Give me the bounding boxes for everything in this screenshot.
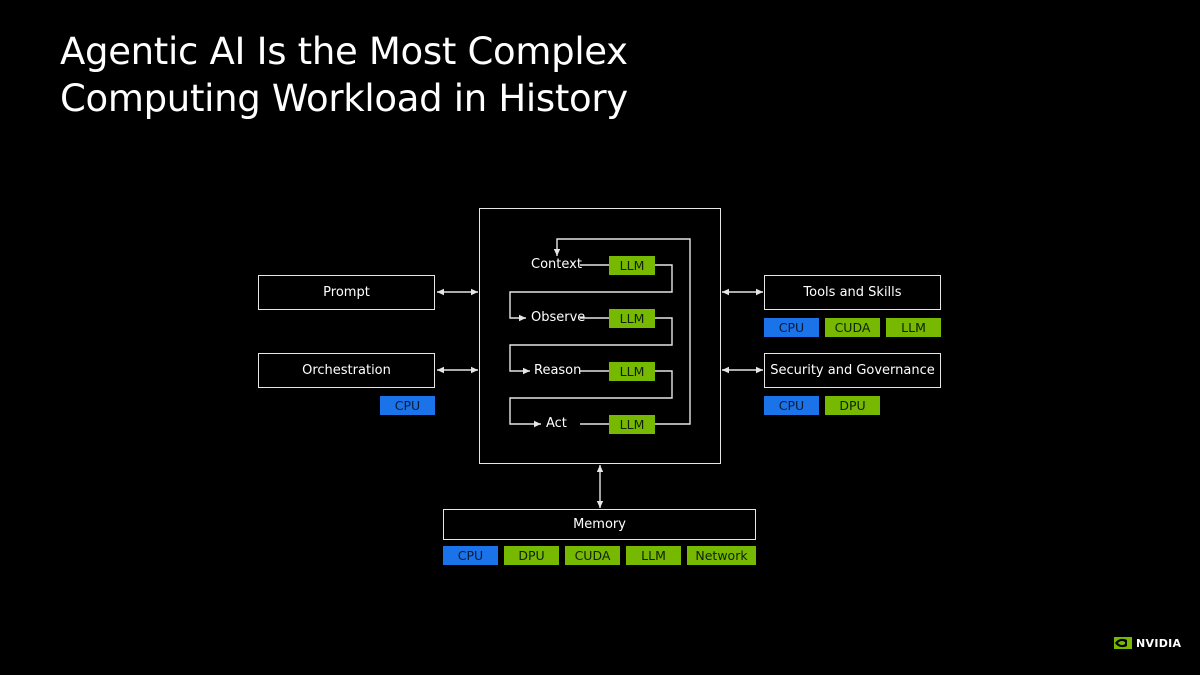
- memory-tag-llm: LLM: [626, 546, 681, 565]
- tools-tag-llm: LLM: [886, 318, 941, 337]
- llm-tag-reason: LLM: [609, 362, 655, 381]
- nvidia-wordmark: NVIDIA: [1136, 637, 1182, 650]
- memory-tag-cuda: CUDA: [565, 546, 620, 565]
- llm-tag-context: LLM: [609, 256, 655, 275]
- security-tag-dpu: DPU: [825, 396, 880, 415]
- nvidia-logo: NVIDIA: [1114, 634, 1181, 653]
- nvidia-eye-icon: [1114, 634, 1132, 653]
- memory-tag-dpu: DPU: [504, 546, 559, 565]
- agent-loop-box: [479, 208, 721, 464]
- orchestration-tag-cpu: CPU: [380, 396, 435, 415]
- prompt-box: Prompt: [258, 275, 435, 310]
- tools-tag-cpu: CPU: [764, 318, 819, 337]
- step-context: Context: [531, 257, 582, 272]
- title-line-2: Computing Workload in History: [60, 77, 628, 120]
- step-act: Act: [546, 416, 567, 431]
- security-governance-box: Security and Governance: [764, 353, 941, 388]
- title-line-1: Agentic AI Is the Most Complex: [60, 30, 628, 73]
- slide-title: Agentic AI Is the Most Complex Computing…: [60, 28, 628, 122]
- tools-and-skills-box: Tools and Skills: [764, 275, 941, 310]
- memory-tag-network: Network: [687, 546, 756, 565]
- memory-box: Memory: [443, 509, 756, 540]
- step-reason: Reason: [534, 363, 582, 378]
- tools-tag-cuda: CUDA: [825, 318, 880, 337]
- memory-tag-cpu: CPU: [443, 546, 498, 565]
- orchestration-box: Orchestration: [258, 353, 435, 388]
- security-tag-cpu: CPU: [764, 396, 819, 415]
- step-observe: Observe: [531, 310, 586, 325]
- llm-tag-observe: LLM: [609, 309, 655, 328]
- llm-tag-act: LLM: [609, 415, 655, 434]
